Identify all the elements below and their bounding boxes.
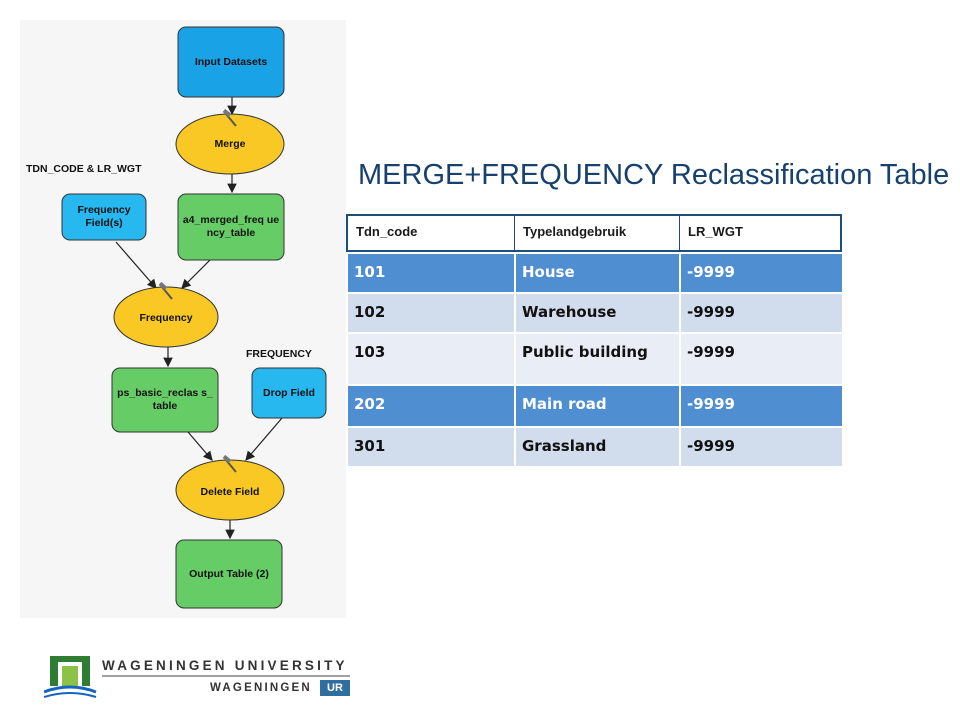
logo-emblem-icon bbox=[44, 656, 97, 698]
table-row: 102 Warehouse -9999 bbox=[348, 294, 842, 334]
cell-lr-wgt: -9999 bbox=[679, 294, 842, 332]
header-tdn-code: Tdn_code bbox=[356, 224, 418, 239]
table-row: 101 House -9999 bbox=[348, 254, 842, 294]
reclassification-table: 101 House -9999 102 Warehouse -9999 103 … bbox=[348, 254, 842, 468]
cell-typelandgebruik: Grassland bbox=[514, 428, 679, 466]
drop-field-node bbox=[251, 367, 327, 419]
table-row: 103 Public building -9999 bbox=[348, 334, 842, 386]
cell-tdn-code: 101 bbox=[354, 263, 386, 281]
cell-typelandgebruik: House bbox=[514, 254, 679, 292]
output-table-label: Output Table (2) bbox=[189, 567, 269, 580]
cell-lr-wgt: -9999 bbox=[679, 334, 842, 384]
table-header: Tdn_code Typelandgebruik LR_WGT bbox=[346, 214, 842, 252]
cell-lr-wgt: -9999 bbox=[679, 254, 842, 292]
cell-typelandgebruik: Warehouse bbox=[514, 294, 679, 332]
header-typelandgebruik: Typelandgebruik bbox=[514, 216, 679, 250]
drop-field-value-label: FREQUENCY bbox=[246, 348, 312, 360]
logo-wageningen-text: WAGENINGEN bbox=[210, 682, 312, 694]
basic-reclass-table-label: ps_basic_reclas s_table bbox=[117, 387, 213, 412]
wageningen-logo bbox=[44, 656, 350, 698]
basic-reclass-table-node bbox=[111, 367, 219, 433]
merge-label: Merge bbox=[214, 137, 246, 150]
connector-fields-frequency bbox=[115, 241, 157, 289]
slide-title: MERGE+FREQUENCY Reclassification Table bbox=[358, 159, 950, 191]
table-row: 301 Grassland -9999 bbox=[348, 428, 842, 468]
cell-tdn-code: 102 bbox=[354, 303, 386, 321]
output-table-node bbox=[175, 539, 283, 609]
cell-typelandgebruik: Main road bbox=[514, 386, 679, 426]
logo-ur-badge: UR bbox=[320, 680, 350, 696]
merged-table-node bbox=[177, 193, 285, 261]
frequency-label: Frequency bbox=[139, 311, 193, 324]
table-row: 202 Main road -9999 bbox=[348, 386, 842, 428]
cell-tdn-code: 301 bbox=[354, 437, 386, 455]
cell-lr-wgt: -9999 bbox=[679, 386, 842, 426]
frequency-fields-label: Frequency Field(s) bbox=[77, 204, 131, 229]
delete-field-label: Delete Field bbox=[200, 485, 260, 498]
hammer-icon bbox=[222, 108, 237, 127]
hammer-icon bbox=[158, 281, 173, 300]
cell-tdn-code: 103 bbox=[354, 343, 386, 361]
connector-table-frequency bbox=[181, 257, 213, 289]
cell-lr-wgt: -9999 bbox=[679, 428, 842, 466]
header-lr-wgt: LR_WGT bbox=[679, 216, 840, 250]
frequency-fields-node bbox=[61, 193, 147, 241]
input-datasets-label: Input Datasets bbox=[194, 55, 268, 68]
cell-tdn-code: 202 bbox=[354, 395, 386, 413]
connector-drop-delete bbox=[245, 417, 283, 461]
drop-field-label: Drop Field bbox=[263, 386, 315, 399]
connector-reclass-delete bbox=[187, 431, 213, 461]
diagram-connectors bbox=[61, 26, 327, 609]
slide-title-container: MERGE+FREQUENCY Reclassification Table bbox=[358, 152, 960, 198]
logo-university-name: WAGENINGEN UNIVERSITY bbox=[102, 658, 348, 673]
merged-table-label: a4_merged_freq uency_table bbox=[182, 214, 280, 239]
input-datasets-node bbox=[177, 26, 285, 98]
frequency-fields-value-label: TDN_CODE & LR_WGT bbox=[26, 163, 142, 175]
cell-typelandgebruik: Public building bbox=[514, 334, 679, 384]
model-builder-diagram: Input Datasets Merge a4_merged_freq uenc… bbox=[20, 20, 346, 618]
hammer-icon bbox=[222, 454, 237, 473]
